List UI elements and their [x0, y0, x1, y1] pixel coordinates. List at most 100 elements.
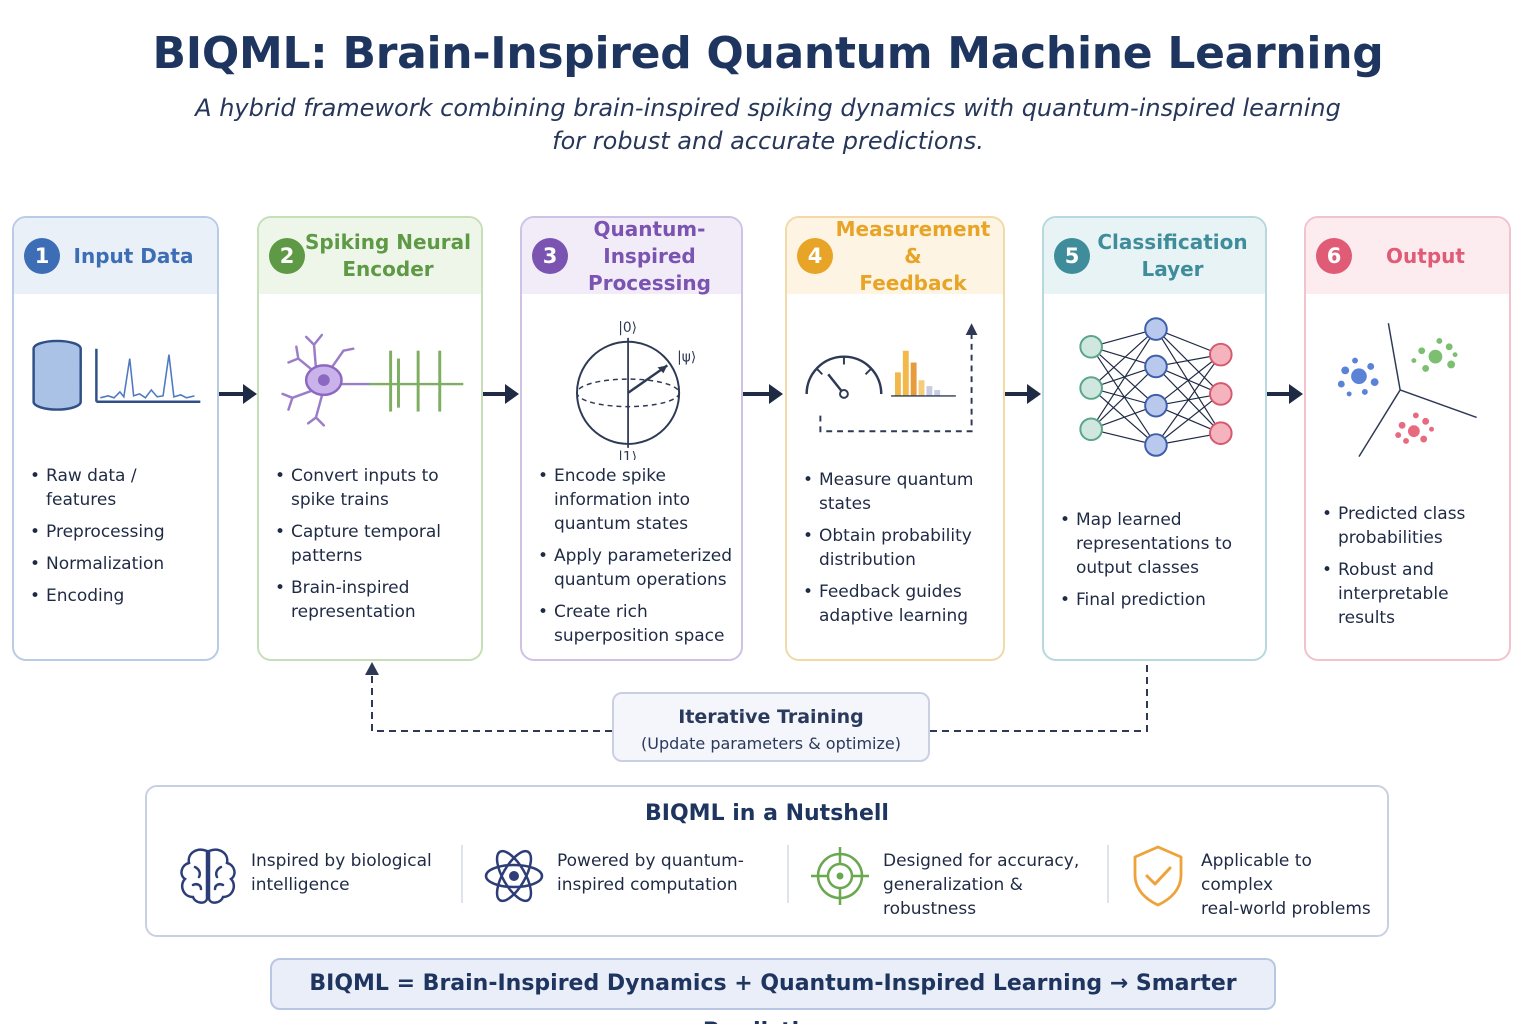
network-node	[1209, 342, 1233, 367]
stage-title-line-1: Output	[1386, 243, 1465, 268]
nutshell-text-line: Applicable to complex	[1201, 851, 1312, 895]
bullet-item: Encode spike information into quantum st…	[538, 464, 733, 536]
stage-bullet-list: Map learned representations to output cl…	[1060, 508, 1257, 620]
stage-header: 3 Quantum-Inspired Processing	[522, 216, 741, 297]
network-edge	[1155, 328, 1222, 434]
stage-title-line-2: Layer	[1141, 257, 1204, 281]
feedback-loop-connector	[365, 660, 1148, 732]
nutshell-text-line: Inspired by biological	[251, 851, 432, 871]
network-edge	[1155, 354, 1222, 446]
network-edge	[1155, 328, 1222, 395]
nutshell-text-line: real-world problems	[1201, 899, 1371, 919]
nutshell-divider	[1107, 845, 1109, 903]
stage-title-line-1: Input Data	[73, 243, 194, 268]
database-and-signal-icon	[32, 339, 201, 411]
network-node	[1144, 393, 1168, 418]
bullet-item: Normalization	[30, 552, 209, 576]
stage-bullet-list: Convert inputs to spike trains Capture t…	[275, 464, 473, 632]
nutshell-item-text: Powered by quantum- inspired computation	[557, 849, 744, 897]
stage-title-line-1: Quantum-Inspired	[593, 216, 706, 268]
network-edge	[1090, 346, 1157, 446]
bullet-item: Feedback guides adaptive learning	[803, 580, 995, 628]
stage-measurement-feedback: 4 Measurement & Feedback Measure quantum…	[785, 216, 1005, 661]
nutshell-panel: BIQML in a Nutshell Inspired by biologic…	[145, 785, 1389, 937]
neural-network-icon	[1079, 317, 1233, 457]
stage-number-badge: 6	[1316, 238, 1352, 274]
bullet-item: Map learned representations to output cl…	[1060, 508, 1257, 580]
stage-header: 4 Measurement & Feedback	[787, 216, 1003, 297]
stage-header: 5 Classification Layer	[1044, 218, 1265, 294]
bullet-item: Apply parameterized quantum operations	[538, 544, 733, 592]
network-edge	[1090, 387, 1157, 446]
bullet-item: Predicted class probabilities	[1322, 502, 1501, 550]
nutshell-text-line: Powered by quantum-	[557, 851, 744, 871]
network-node	[1209, 382, 1233, 406]
stage-number-badge: 3	[532, 238, 568, 274]
stage-number-badge: 5	[1054, 238, 1090, 274]
stage-classification-layer: 5 Classification Layer Map learned repre…	[1042, 216, 1267, 661]
stage-title-line-1: Spiking Neural	[305, 230, 472, 254]
stage-title: Measurement & Feedback	[833, 216, 993, 297]
flow-arrow-icon	[743, 384, 783, 404]
bloch-label-zero: |0⟩	[618, 320, 637, 336]
network-node	[1144, 433, 1168, 457]
stage-header: 1 Input Data	[14, 218, 217, 294]
stage-quantum-processing: 3 Quantum-Inspired Processing |0⟩ |1⟩ |ψ…	[520, 216, 743, 661]
network-node	[1144, 354, 1168, 379]
stage-title-line-1: Classification	[1097, 230, 1248, 254]
brain-icon	[180, 848, 236, 904]
bullet-item: Measure quantum states	[803, 468, 995, 516]
class-clusters-icon	[1337, 323, 1477, 458]
atom-icon	[484, 849, 544, 903]
bullet-item: Brain-inspired representation	[275, 576, 473, 624]
network-edge	[1090, 328, 1157, 430]
bullet-item: Obtain probability distribution	[803, 524, 995, 572]
page-title: BIQML: Brain-Inspired Quantum Machine Le…	[152, 28, 1384, 79]
nutshell-item: Applicable to complex real-world problem…	[1125, 843, 1387, 923]
nutshell-text-line: generalization &	[883, 875, 1023, 895]
network-node	[1079, 417, 1103, 442]
stage-number-badge: 2	[269, 238, 305, 274]
flow-arrow-icon	[1267, 384, 1303, 404]
stage-number-badge: 1	[24, 238, 60, 274]
nutshell-text-line: intelligence	[251, 875, 350, 895]
stage-title: Quantum-Inspired Processing	[568, 216, 731, 297]
network-edge	[1090, 346, 1157, 407]
stage-title: Classification Layer	[1090, 229, 1255, 283]
subtitle-line-1: A hybrid framework combining brain-inspi…	[195, 94, 1341, 122]
bloch-label-one: |1⟩	[618, 450, 637, 460]
nutshell-text-line: Designed for accuracy,	[883, 851, 1080, 871]
stage-bullet-list: Measure quantum states Obtain probabilit…	[803, 468, 995, 636]
stage-title-line-2: Encoder	[342, 257, 434, 281]
stage-input-data: 1 Input Data Raw data / features Preproc…	[12, 216, 219, 661]
bloch-sphere-icon: |0⟩ |1⟩ |ψ⟩	[576, 320, 696, 460]
neuron-spike-train-icon	[281, 333, 464, 427]
network-node	[1079, 334, 1103, 359]
nutshell-item-text: Designed for accuracy, generalization & …	[883, 849, 1079, 921]
network-node	[1144, 317, 1168, 341]
stage-bullet-list: Encode spike information into quantum st…	[538, 464, 733, 656]
target-icon	[811, 847, 869, 905]
nutshell-text-line: inspired computation	[557, 875, 738, 895]
bullet-item: Raw data / features	[30, 464, 209, 512]
bullet-item: Convert inputs to spike trains	[275, 464, 473, 512]
shield-check-icon	[1133, 845, 1183, 907]
stage-header: 6 Output	[1306, 218, 1509, 294]
network-node	[1079, 376, 1103, 400]
bullet-item: Encoding	[30, 584, 209, 608]
nutshell-divider	[787, 845, 789, 903]
subtitle-line-2: for robust and accurate predictions.	[552, 127, 984, 155]
stage-header: 2 Spiking Neural Encoder	[259, 218, 481, 294]
flow-arrow-icon	[1005, 384, 1041, 404]
nutshell-text-line: robustness	[883, 899, 977, 919]
stage-title: Output	[1352, 243, 1499, 270]
nutshell-item: Powered by quantum- inspired computation	[481, 843, 744, 923]
stage-title-line-1: Measurement &	[835, 216, 991, 268]
nutshell-item: Inspired by biological intelligence	[175, 843, 432, 923]
stage-title: Spiking Neural Encoder	[305, 229, 471, 283]
flow-arrow-icon	[483, 384, 519, 404]
stage-spiking-encoder: 2 Spiking Neural Encoder Convert inputs …	[257, 216, 483, 661]
flow-arrow-icon	[219, 384, 257, 404]
nutshell-divider	[461, 845, 463, 903]
bullet-item: Create rich superposition space	[538, 600, 733, 648]
